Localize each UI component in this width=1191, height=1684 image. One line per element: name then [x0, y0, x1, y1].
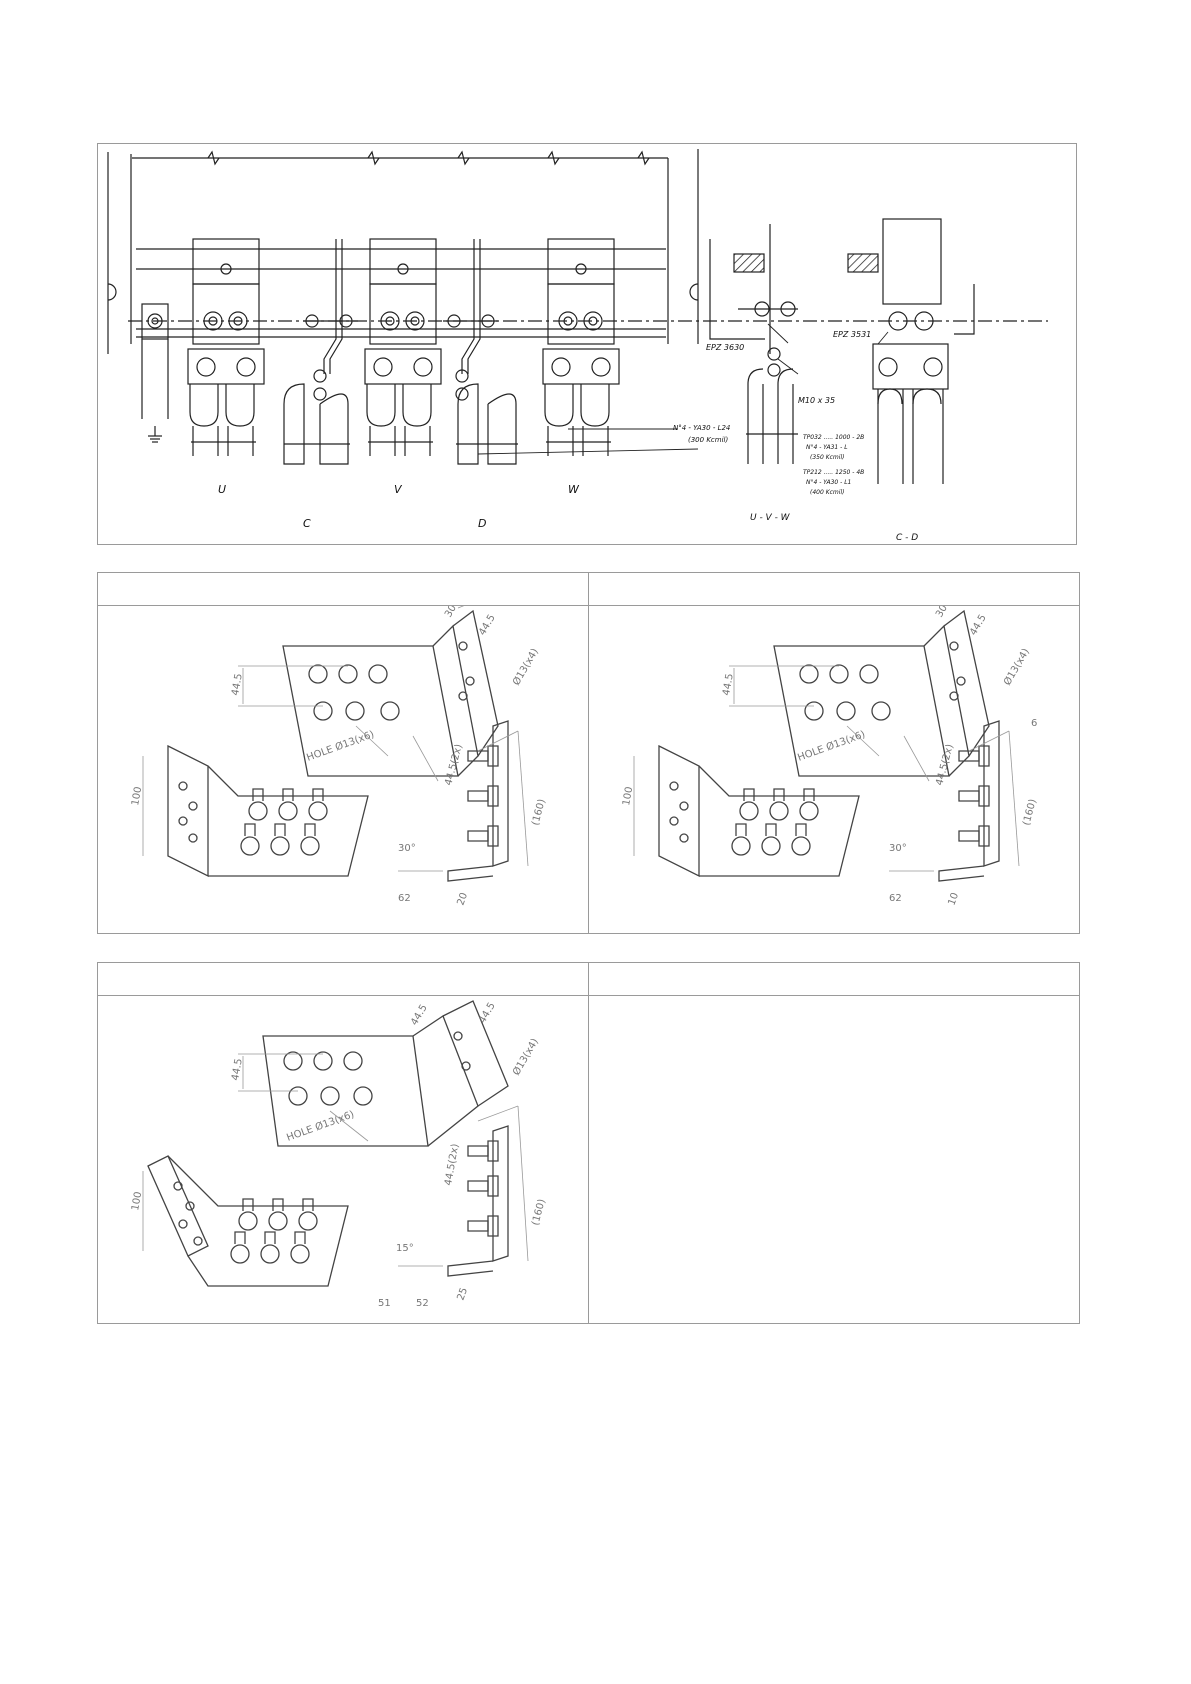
panel-2-dim-100: 100	[621, 786, 635, 807]
note-lug3-line1: TP212 ..... 1250 - 4B	[803, 469, 864, 476]
panel-2-isometric: 44.5 HOLE Ø13(x6) 30 44.5 Ø13(x4) 100 44…	[621, 606, 1039, 907]
panel-3-dim-100: 100	[130, 1191, 144, 1212]
panel-4-body	[589, 996, 1079, 1323]
panel-3-dim-52: 52	[416, 1298, 429, 1309]
note-epz-3531: EPZ 3531	[833, 330, 871, 339]
panel-2-dim-445a: 44.5	[721, 673, 736, 697]
panel-2-dim-4452: 44.5(2x)	[934, 743, 956, 787]
note-lug2-line3: (350 Kcmil)	[810, 454, 844, 461]
panel-3-dim-25: 25	[455, 1286, 470, 1302]
panel-2-header	[589, 573, 1079, 606]
side-label-uvw: U - V - W	[750, 513, 791, 523]
panel-3-angle: 15°	[396, 1243, 414, 1254]
ground-terminal	[141, 303, 169, 443]
panel-2-dim-445b: 44.5	[968, 613, 989, 638]
panel-2-dia: Ø13(x4)	[1001, 646, 1032, 687]
panel-3-dim-160: (160)	[530, 1198, 548, 1227]
phase-label-u: U	[218, 483, 226, 496]
panel-4-header	[589, 963, 1079, 996]
panel-1-dim-30: 30	[443, 606, 459, 620]
busbar-panel-4-empty	[588, 962, 1080, 1324]
panel-2-hole-label: HOLE Ø13(x6)	[796, 728, 867, 764]
side-label-cd: C - D	[896, 533, 918, 543]
panel-3-dim-445c: 44.5	[477, 1001, 498, 1026]
phase-label-d: D	[478, 517, 486, 530]
panel-2-dim-30: 30	[934, 606, 950, 620]
note-lug1-line1: N°4 - YA30 - L24	[673, 424, 730, 432]
note-epz-3630: EPZ 3630	[706, 343, 744, 352]
panel-2-dim-10: 10	[946, 891, 961, 907]
note-lug2-line2: N°4 - YA31 - L	[806, 444, 848, 451]
panel-2-dim-160: (160)	[1021, 798, 1039, 827]
panel-2-angle: 30°	[889, 843, 907, 854]
panel-1-dim-100: 100	[130, 786, 144, 807]
panel-3-hole-label: HOLE Ø13(x6)	[285, 1108, 356, 1144]
phase-label-v: V	[394, 483, 403, 496]
note-lug2-line1: TP032 ..... 1000 - 2B	[803, 434, 864, 441]
panel-3-isometric: 44.5 HOLE Ø13(x6) 44.5 44.5 Ø13(x4) 100 …	[130, 1000, 548, 1309]
note-lug1-line2: (300 Kcmil)	[688, 436, 728, 444]
panel-1-dim-20: 20	[455, 891, 470, 907]
busbar-panel-3: 44.5 HOLE Ø13(x6) 44.5 44.5 Ø13(x4) 100 …	[97, 962, 589, 1324]
note-m10x35: M10 x 35	[798, 396, 835, 405]
note-lug3-line2: N°4 - YA30 - L1	[806, 479, 851, 486]
panel-1-dim-160: (160)	[530, 798, 548, 827]
panel-2-body: 44.5 HOLE Ø13(x6) 30 44.5 Ø13(x4) 100 44…	[589, 606, 1079, 933]
panel-1-header	[98, 573, 588, 606]
panel-3-dim-4452: 44.5(2x)	[443, 1143, 461, 1187]
panel-3-header	[98, 963, 588, 996]
panel-1-angle: 30°	[398, 843, 416, 854]
busbar-connection-drawing: U C V D W U - V - W C - D EPZ 3630 EPZ 3…	[97, 143, 1077, 545]
panel-3-body: 44.5 HOLE Ø13(x6) 44.5 44.5 Ø13(x4) 100 …	[98, 996, 588, 1323]
panel-3-dim-51: 51	[378, 1298, 391, 1309]
panel-1-dia: Ø13(x4)	[510, 646, 541, 687]
phase-label-w: W	[568, 483, 580, 496]
panel-3-dim-445a: 44.5	[230, 1058, 245, 1082]
panel-2-dim-62: 62	[889, 893, 902, 904]
note-lug3-line3: (400 Kcmil)	[810, 489, 844, 496]
panel-1-dim-445a: 44.5	[230, 673, 245, 697]
panel-1-body: 44.5 HOLE Ø13(x6) 30 44.5 Ø13(x4) 100 44…	[98, 606, 588, 933]
panel-1-hole-label: HOLE Ø13(x6)	[305, 728, 376, 764]
panel-3-dim-445b: 44.5	[409, 1003, 430, 1028]
busbar-panel-2: 44.5 HOLE Ø13(x6) 30 44.5 Ø13(x4) 100 44…	[588, 572, 1080, 934]
drawing-svg: U C V D W U - V - W C - D EPZ 3630 EPZ 3…	[107, 149, 1048, 543]
panel-1-dim-445b: 44.5	[477, 613, 498, 638]
phase-label-c: C	[303, 517, 311, 530]
panel-1-dim-62: 62	[398, 893, 411, 904]
panel-1-isometric: 44.5 HOLE Ø13(x6) 30 44.5 Ø13(x4) 100 44…	[130, 606, 548, 907]
panel-1-dim-4452: 44.5(2x)	[443, 743, 465, 787]
panel-2-dim-6: 6	[1031, 718, 1037, 729]
busbar-panel-1: 44.5 HOLE Ø13(x6) 30 44.5 Ø13(x4) 100 44…	[97, 572, 589, 934]
panel-3-dia: Ø13(x4)	[510, 1036, 541, 1077]
